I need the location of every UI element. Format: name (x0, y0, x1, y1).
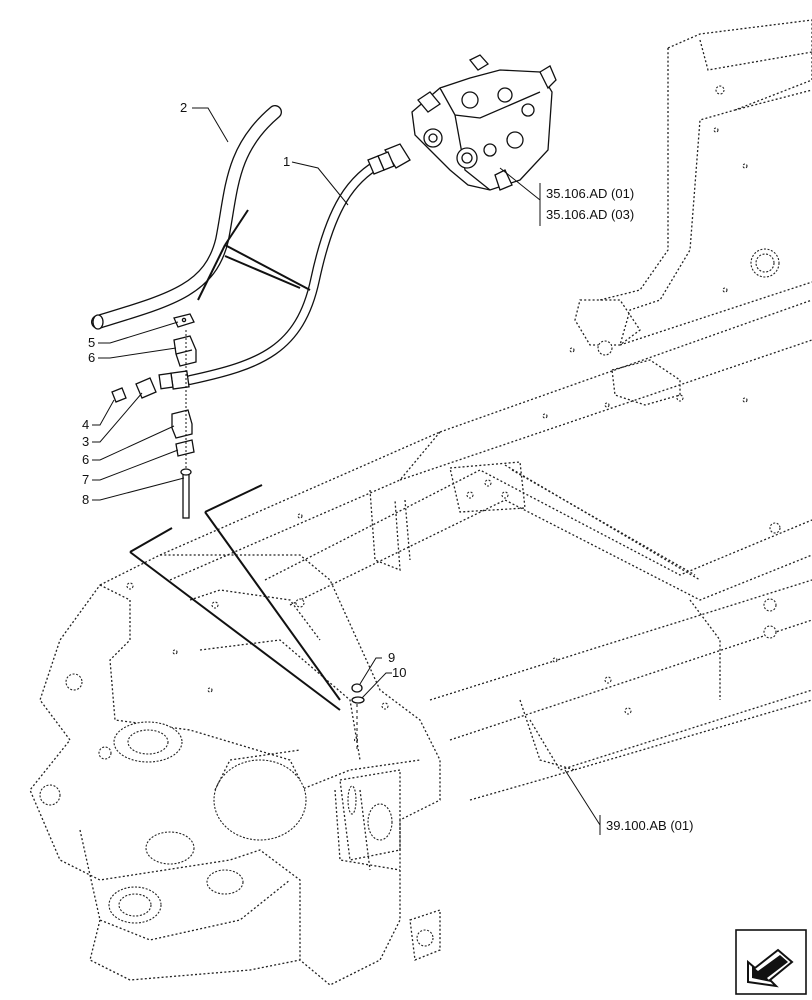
callout-8[interactable]: 8 (82, 492, 89, 507)
svg-text:35.106.AD (03): 35.106.AD (03) (546, 207, 634, 222)
callout-3[interactable]: 3 (82, 434, 89, 449)
callout-4[interactable]: 4 (82, 417, 89, 432)
callout-7[interactable]: 7 (82, 472, 89, 487)
svg-text:35.106.AD (01): 35.106.AD (01) (546, 186, 634, 201)
svg-text:39.100.AB (01): 39.100.AB (01) (606, 818, 693, 833)
callout-labels: 2 1 5 6 4 3 6 7 8 9 10 (82, 100, 406, 680)
pump-ref-link-2[interactable]: 35.106.AD (03) (546, 207, 634, 222)
callout-9[interactable]: 9 (388, 650, 395, 665)
reference-links: 35.106.AD (01) 35.106.AD (03) 39.100.AB … (539, 183, 693, 835)
callout-2[interactable]: 2 (180, 100, 187, 115)
leader-lines (92, 107, 601, 826)
previous-page-arrow-icon[interactable] (735, 929, 807, 995)
chassis-frame (29, 19, 812, 986)
clamp-parts (111, 313, 365, 704)
callout-1[interactable]: 1 (283, 154, 290, 169)
hydraulic-pump (411, 54, 557, 191)
pump-ref-link-1[interactable]: 35.106.AD (01) (539, 183, 634, 226)
hose-2 (91, 105, 282, 330)
callout-5[interactable]: 5 (88, 335, 95, 350)
frame-ref-link[interactable]: 39.100.AB (01) (599, 815, 693, 835)
callout-10[interactable]: 10 (392, 665, 406, 680)
hose-1 (158, 143, 411, 390)
callout-6-upper[interactable]: 6 (88, 350, 95, 365)
callout-6-lower[interactable]: 6 (82, 452, 89, 467)
